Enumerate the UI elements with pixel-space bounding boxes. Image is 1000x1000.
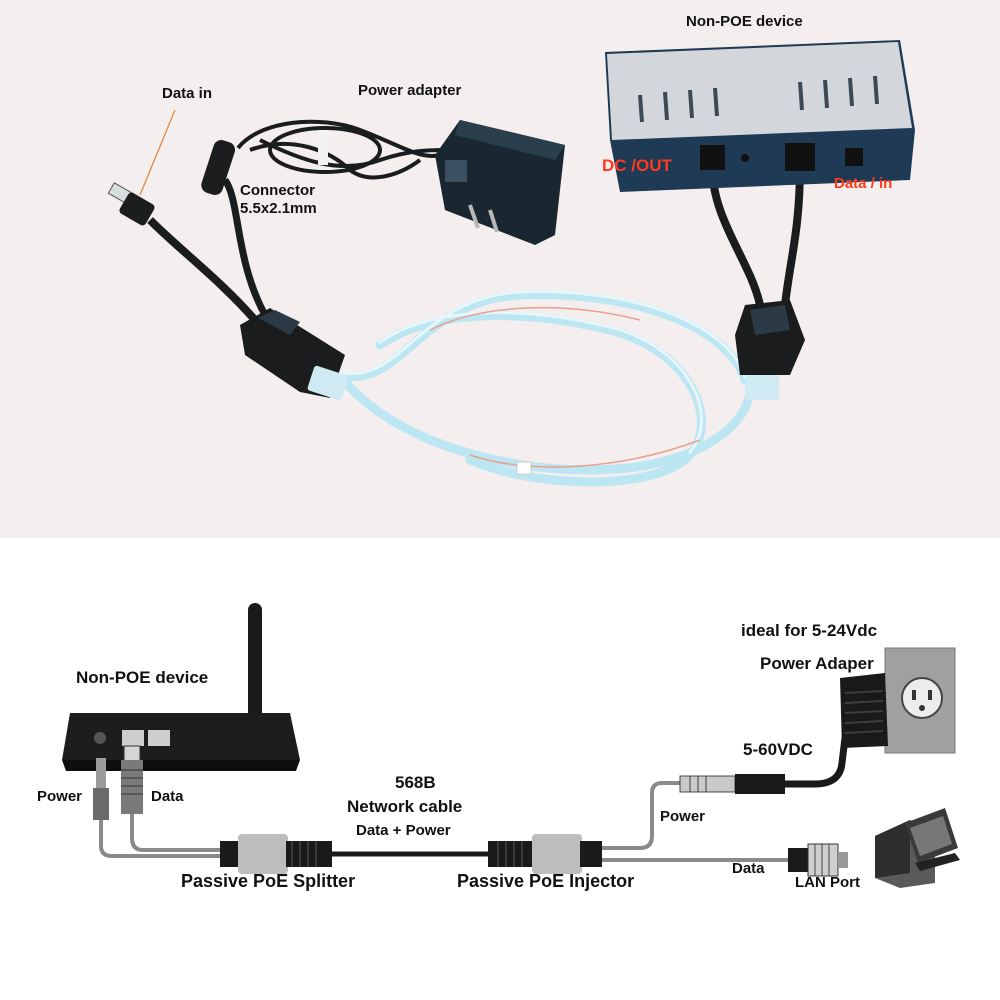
label-poe-injector: Passive PoE Injector <box>457 871 635 891</box>
dc-barrel-plug <box>679 774 785 794</box>
splitter-data-cable <box>130 814 225 852</box>
label-data-left: Data <box>151 788 184 805</box>
adapter-output-cable <box>785 737 849 788</box>
label-non-poe-device-top: Non-POE device <box>686 13 803 30</box>
device-extra-port <box>845 148 863 166</box>
label-data-right: Data <box>732 860 765 877</box>
computer-icon <box>875 808 960 888</box>
adapter-prong <box>488 209 499 233</box>
network-cable <box>335 290 753 487</box>
poe-splitter <box>220 834 332 874</box>
wall-outlet <box>884 647 956 754</box>
adapter-cable-tie <box>318 130 328 165</box>
label-connector-size: 5.5x2.1mm <box>240 200 317 217</box>
label-poe-splitter: Passive PoE Splitter <box>181 871 356 891</box>
right-data-cable <box>781 164 804 306</box>
left-poe-connector <box>240 308 349 401</box>
injector-power-cable <box>602 781 682 850</box>
adapter-cable-coil <box>236 119 446 180</box>
device-data-port <box>785 143 815 171</box>
label-network-cable: Network cable <box>347 797 463 816</box>
device-dc-port <box>700 145 725 170</box>
dc-cable <box>222 177 269 317</box>
poe-injector <box>488 834 602 874</box>
label-power-adapter: Power adapter <box>358 82 462 99</box>
label-dc-out: DC /OUT <box>602 156 672 175</box>
cable-tie <box>516 461 532 475</box>
label-ideal-for: ideal for 5-24Vdc <box>741 621 878 640</box>
label-non-poe-device-bottom: Non-POE device <box>76 668 209 687</box>
router-lan-port <box>148 730 170 746</box>
router-lan-port <box>122 730 144 746</box>
device-led <box>741 154 749 162</box>
left-data-cable <box>147 217 259 323</box>
lan-rj45-plug <box>788 843 848 877</box>
label-power-left: Power <box>37 788 83 805</box>
data-in-leader-line <box>139 109 176 196</box>
router-dc-plug <box>93 758 109 820</box>
splitter-power-cable <box>99 820 225 858</box>
power-adapter-body <box>435 120 565 245</box>
adapter-prong <box>468 204 480 229</box>
power-adapter-wall <box>840 673 888 748</box>
label-power-adapter-bottom: Power Adaper <box>760 654 874 673</box>
adapter-label <box>445 160 467 182</box>
wiring-diagram <box>62 603 960 888</box>
label-data-power: Data + Power <box>356 822 451 839</box>
label-power-right: Power <box>660 808 706 825</box>
photo-illustration <box>107 40 915 487</box>
router-rj45-plug <box>121 745 143 814</box>
label-device-data-in: Data / in <box>834 175 893 192</box>
label-lan-port: LAN Port <box>795 874 860 891</box>
label-connector: Connector <box>240 182 315 199</box>
non-poe-device-top <box>605 40 915 192</box>
label-568b: 568B <box>395 773 436 792</box>
label-voltage: 5-60VDC <box>743 740 813 759</box>
right-poe-connector <box>735 300 805 400</box>
network-cable-highlight <box>338 290 747 454</box>
photo-panel: Data in Power adapter Non-POE device Con… <box>0 0 1000 538</box>
label-data-in: Data in <box>162 85 213 102</box>
network-cable-red-thread <box>429 306 701 468</box>
rj45-plug-left <box>107 182 155 226</box>
router-dc-port <box>94 732 106 744</box>
dc-connector-5521 <box>201 140 236 195</box>
